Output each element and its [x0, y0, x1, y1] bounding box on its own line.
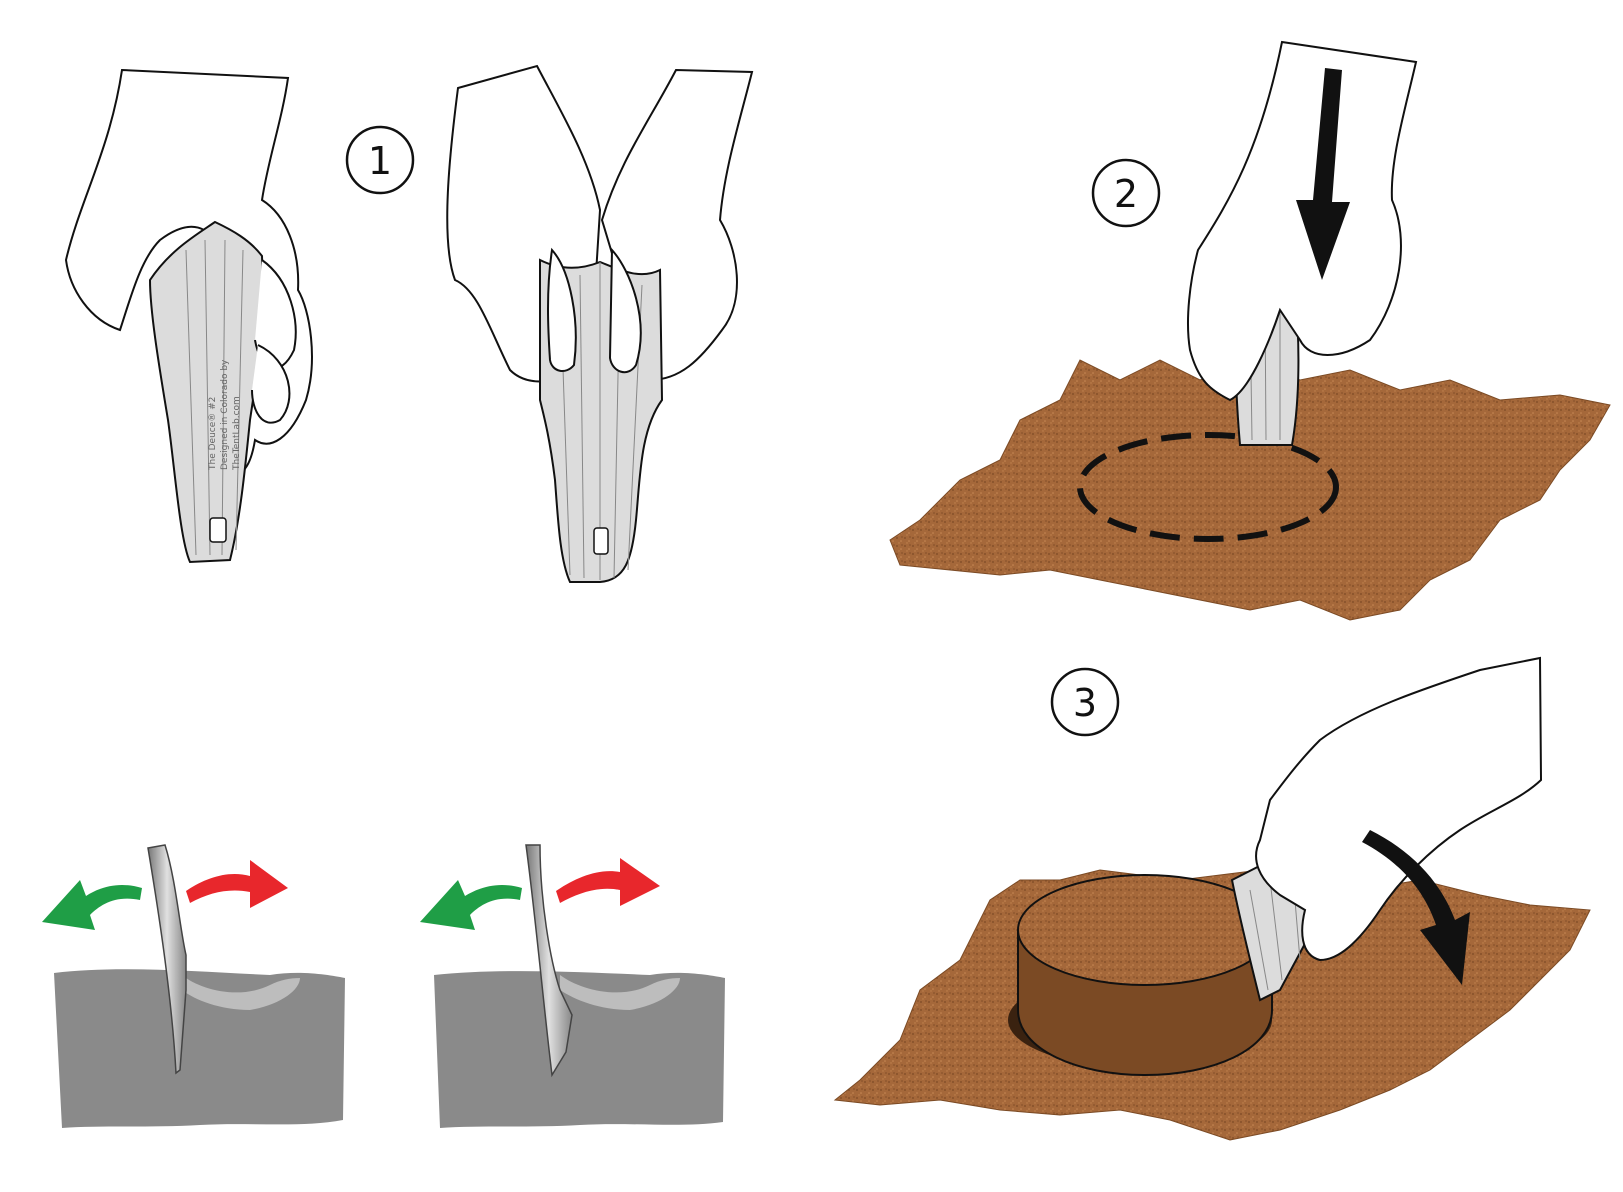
panel-4-cross-section-left	[42, 844, 345, 1128]
panel-3-lift-plug	[833, 656, 1591, 1141]
rotate-arrow-icon	[1362, 830, 1470, 985]
step-3-badge-ring	[1050, 667, 1120, 737]
soil-gap-highlight	[182, 975, 300, 1010]
trowel-blade-side-view	[147, 844, 187, 1075]
panel-1-grip-two-hands	[446, 64, 754, 583]
ground-cross-section	[54, 969, 345, 1128]
green-arrow-left-icon	[42, 880, 142, 930]
step-1-badge: 1	[368, 139, 392, 183]
panel-1-grip-single-hand: The Deuce® #2 Designed in Colorado by Th…	[64, 68, 313, 564]
left-thumb-outline	[547, 247, 577, 372]
step-1-badge-ring	[345, 125, 415, 195]
panel-5-cross-section-right	[420, 844, 725, 1128]
down-arrow-icon	[1296, 68, 1350, 280]
trowel-imprint-text: The Deuce® #2 Designed in Colorado by Th…	[208, 359, 242, 471]
trowel-shape	[148, 220, 264, 564]
trowel-slot-icon	[593, 527, 609, 555]
svg-text:The Deuce® #2: The Deuce® #2	[208, 397, 218, 471]
right-thumb-outline	[608, 247, 642, 374]
svg-text:Designed in Colorado by: Designed in Colorado by	[220, 359, 230, 470]
red-arrow-right-icon	[186, 860, 288, 908]
hand-outline	[1255, 656, 1543, 962]
trowel-slot-icon	[209, 517, 227, 543]
trowel-blade-side-view	[525, 844, 573, 1078]
step-2-badge: 2	[1114, 172, 1138, 216]
finger-outline	[251, 344, 291, 424]
step-2-badge-ring	[1091, 158, 1161, 228]
ground-cross-section	[434, 971, 725, 1128]
hand-outline	[1186, 40, 1418, 402]
red-arrow-right-icon	[556, 858, 660, 906]
soil-patch	[889, 359, 1611, 621]
cut-outline-dashed	[1077, 432, 1339, 542]
green-arrow-left-icon	[420, 880, 522, 930]
soil-gap-highlight	[560, 975, 680, 1010]
panel-2-push-trowel	[889, 40, 1611, 621]
step-3-badge: 3	[1073, 681, 1097, 725]
svg-text:TheTentLab.com: TheTentLab.com	[232, 396, 242, 471]
